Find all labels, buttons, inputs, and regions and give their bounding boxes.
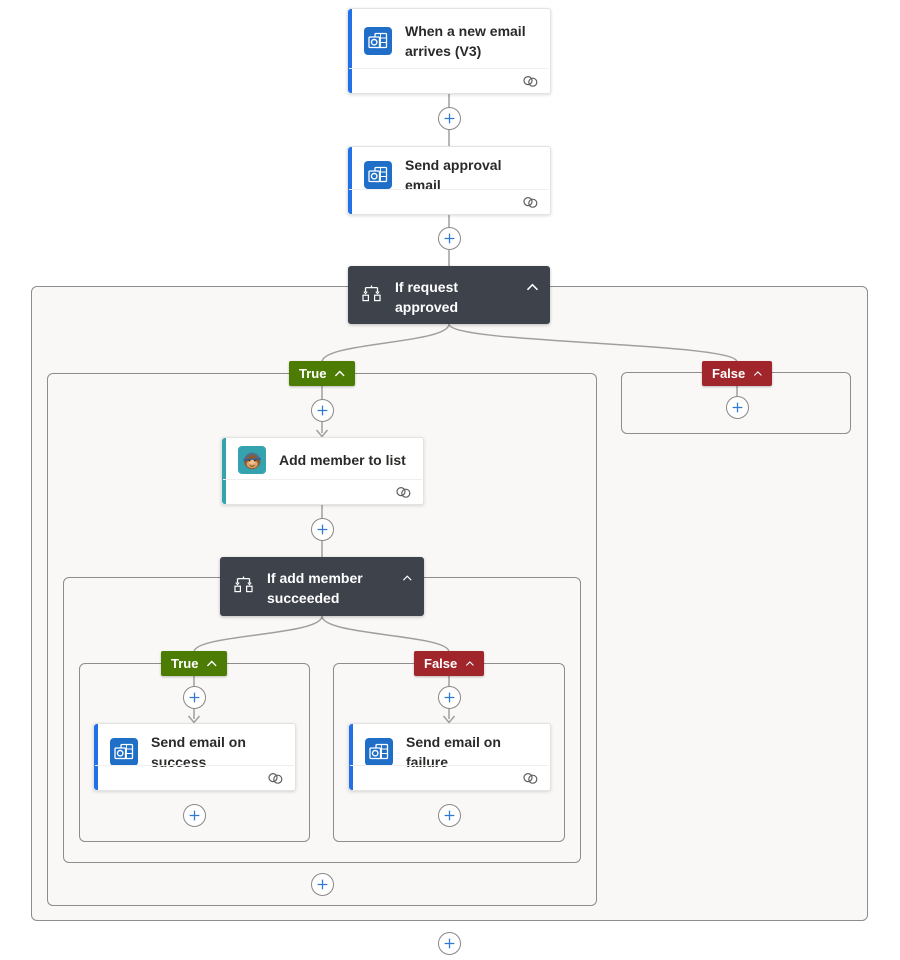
card-title: Send email on failure <box>406 734 501 771</box>
card-accent <box>222 438 226 504</box>
card-accent <box>349 724 353 790</box>
chevron-up-icon[interactable] <box>403 574 412 582</box>
chevron-up-icon[interactable] <box>335 370 345 377</box>
condition-title: If request approved <box>395 279 459 316</box>
card-accent <box>94 724 98 790</box>
send-failure-card[interactable]: Send email on failure <box>348 723 551 791</box>
connection-icon <box>267 772 284 785</box>
outlook-icon <box>364 27 392 55</box>
card-title: Add member to list <box>279 451 406 468</box>
inner-branch-label-true[interactable]: True <box>161 651 227 676</box>
add-action-button[interactable] <box>438 804 461 827</box>
connection-icon <box>522 772 539 785</box>
branch-label-text: False <box>712 366 746 381</box>
branch-label-true[interactable]: True <box>289 361 355 386</box>
add-action-button[interactable] <box>726 396 749 419</box>
outlook-icon <box>110 738 138 766</box>
insert-step-button[interactable] <box>438 227 461 250</box>
mailchimp-icon <box>238 446 266 474</box>
card-accent <box>348 147 352 214</box>
connection-icon <box>522 75 539 88</box>
outlook-icon <box>364 161 392 189</box>
connection-icon <box>522 196 539 209</box>
chevron-up-icon[interactable] <box>466 660 474 667</box>
condition-title: If add member succeeded <box>267 570 363 607</box>
insert-step-button[interactable] <box>438 932 461 955</box>
send-success-card[interactable]: Send email on success <box>93 723 296 791</box>
inner-branch-label-false[interactable]: False <box>414 651 484 676</box>
condition-icon <box>362 284 381 303</box>
add-member-card[interactable]: Add member to list <box>221 437 424 505</box>
condition-inner-header[interactable]: If add member succeeded <box>220 557 424 616</box>
add-action-button[interactable] <box>438 686 461 709</box>
add-action-button[interactable] <box>183 804 206 827</box>
card-title: Send email on success <box>151 734 246 771</box>
chevron-up-icon[interactable] <box>754 370 762 377</box>
chevron-up-icon[interactable] <box>527 283 538 291</box>
add-action-button[interactable] <box>183 686 206 709</box>
outlook-icon <box>365 738 393 766</box>
branch-label-text: False <box>424 656 458 671</box>
add-action-button[interactable] <box>311 399 334 422</box>
condition-icon <box>234 575 253 594</box>
insert-step-button[interactable] <box>438 107 461 130</box>
add-action-button[interactable] <box>311 873 334 896</box>
chevron-up-icon[interactable] <box>207 660 217 667</box>
send-approval-card[interactable]: Send approval email <box>347 146 551 215</box>
branch-label-false[interactable]: False <box>702 361 772 386</box>
trigger-card[interactable]: When a new email arrives (V3) <box>347 8 551 94</box>
card-title: When a new email arrives (V3) <box>405 23 526 60</box>
branch-label-text: True <box>299 366 327 381</box>
condition-outer-header[interactable]: If request approved <box>348 266 550 324</box>
insert-step-button[interactable] <box>311 518 334 541</box>
connection-icon <box>395 486 412 499</box>
card-accent <box>348 9 352 93</box>
branch-label-text: True <box>171 656 199 671</box>
